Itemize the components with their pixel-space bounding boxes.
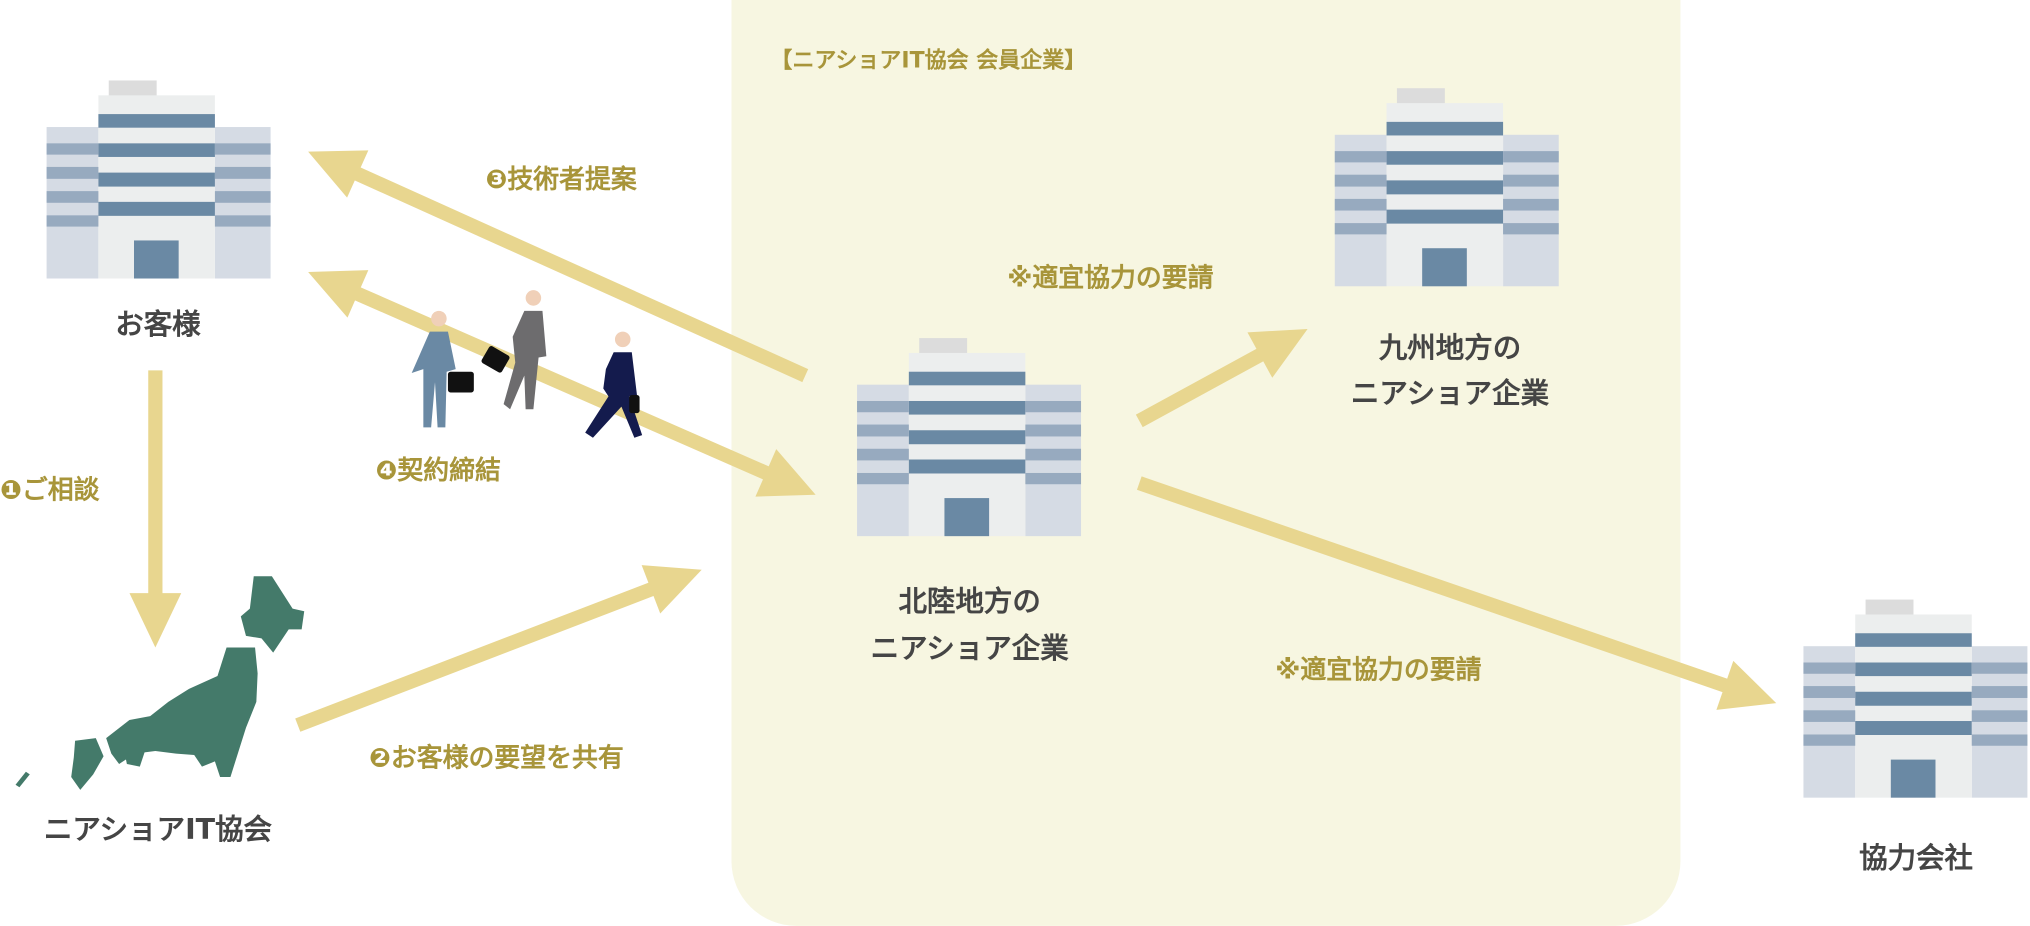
arrowhead: [129, 593, 182, 648]
cooperation-request-label-kyushu: ※適宜協力の要請: [1007, 262, 1213, 293]
person-icon: [585, 331, 643, 438]
step1-label: ❶ご相談: [0, 475, 100, 506]
partner-label: 協力会社: [1859, 842, 1973, 875]
customer-label: お客様: [115, 308, 201, 341]
step3-label: ❸技術者提案: [485, 164, 637, 195]
hokuriku-label-line2: ニアショア企業: [871, 632, 1070, 665]
person-icon: [481, 290, 547, 410]
arrowhead: [641, 565, 702, 614]
association-label: ニアショアIT協会: [44, 813, 273, 846]
arrow-request-kyushu: [1135, 340, 1278, 428]
step2-label: ❷お客様の要望を共有: [369, 743, 624, 774]
customer-building-icon: [46, 80, 271, 279]
arrowhead: [1247, 329, 1308, 378]
business-people-illustration: [411, 290, 643, 438]
partner-building-icon: [1803, 599, 2028, 798]
member-box-title: 【ニアショアIT協会 会員企業】: [770, 47, 1086, 73]
kyushu-label-line2: ニアショア企業: [1351, 377, 1550, 410]
step4-label: ❹契約締結: [375, 455, 501, 486]
japan-map-icon: [15, 576, 305, 790]
arrows: [129, 150, 1777, 732]
hokuriku-label-line1: 北陸地方の: [899, 585, 1041, 618]
kyushu-label-line1: 九州地方の: [1379, 331, 1521, 364]
arrow-propose-engineer: [339, 160, 809, 383]
arrow-request-partner: [1136, 476, 1743, 698]
person-icon: [411, 310, 474, 428]
arrow-contract: [340, 280, 784, 486]
arrowhead: [1716, 660, 1777, 710]
cooperation-request-label-partner: ※適宜協力の要請: [1275, 655, 1481, 686]
arrow-share-request: [295, 576, 669, 732]
arrowhead: [755, 449, 816, 497]
arrowhead: [308, 150, 369, 198]
arrowhead: [308, 270, 369, 318]
